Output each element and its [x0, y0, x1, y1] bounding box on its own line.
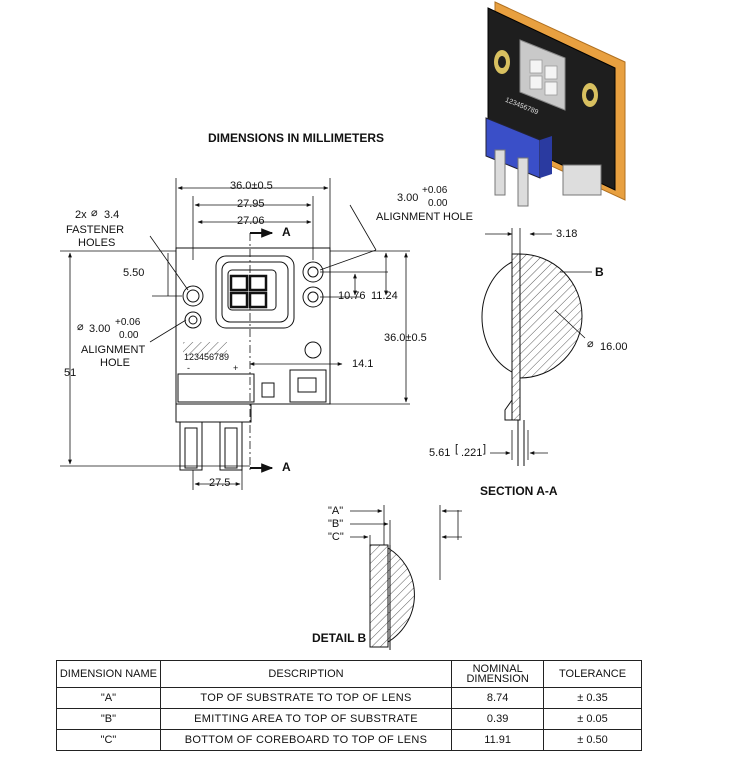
product-render [485, 1, 626, 207]
front-dimensions [60, 178, 410, 490]
dim-width-27-06: 27.06 [237, 215, 265, 227]
detail-label-a: "A" [328, 505, 344, 517]
row-nominal: 11.91 [451, 729, 545, 751]
table-row: "B" EMITTING AREA TO TOP OF SUBSTRATE 0.… [56, 708, 642, 730]
align-left-label: ALIGNMENT [81, 344, 146, 356]
row-description: EMITTING AREA TO TOP OF SUBSTRATE [159, 708, 453, 730]
row-description: TOP OF SUBSTRATE TO TOP OF LENS [159, 687, 453, 709]
table-row: "A" TOP OF SUBSTRATE TO TOP OF LENS 8.74… [56, 687, 642, 709]
fastener-diameter: 3.4 [104, 209, 120, 221]
bracket-close: ] [483, 443, 487, 455]
detail-label-c: "C" [328, 531, 344, 543]
row-tolerance: ± 0.35 [543, 687, 642, 709]
serial-number: 123456789 [184, 352, 230, 362]
dim-height-51: 51 [64, 367, 77, 379]
align-right-plus: +0.06 [422, 185, 448, 196]
section-marker-bottom: A [282, 460, 291, 474]
detail-view [350, 505, 462, 650]
header-description: DESCRIPTION [159, 660, 453, 688]
fastener-count: 2x [75, 209, 87, 221]
row-description: BOTTOM OF COREBOARD TO TOP OF LENS [159, 729, 453, 751]
align-left-plus: +0.06 [115, 317, 141, 328]
dim-10-76: 10.76 [338, 290, 366, 302]
dim-3-18: 3.18 [556, 228, 578, 240]
align-right-nominal: 3.00 [397, 192, 419, 204]
row-tolerance: ± 0.50 [543, 729, 642, 751]
dim-5-61: 5.61 [429, 447, 451, 459]
polarity-minus: - [187, 363, 190, 373]
polarity-plus: + [233, 363, 239, 373]
drawing-title: DIMENSIONS IN MILLIMETERS [208, 131, 385, 145]
header-tolerance: TOLERANCE [543, 660, 642, 688]
row-tolerance: ± 0.05 [543, 708, 642, 730]
dim-221: .221 [461, 447, 483, 459]
dim-height-36: 36.0±0.5 [384, 332, 427, 344]
align-left-hole: HOLE [100, 357, 130, 369]
holes-label: HOLES [78, 237, 116, 249]
row-name: "C" [56, 729, 161, 751]
dim-width-overall: 36.0±0.5 [230, 180, 273, 192]
dim-11-24: 11.24 [371, 290, 398, 302]
header-nominal: NOMINAL DIMENSION [451, 660, 545, 688]
row-nominal: 0.39 [451, 708, 545, 730]
dim-5-50: 5.50 [123, 267, 145, 279]
align-left-minus: 0.00 [119, 330, 139, 341]
detail-label-b: "B" [328, 518, 344, 530]
align-right-minus: 0.00 [428, 198, 448, 209]
diameter-symbol-section: ⌀ [587, 338, 594, 350]
row-nominal: 8.74 [451, 687, 545, 709]
dim-dia-16: 16.00 [600, 341, 628, 353]
dim-27-5: 27.5 [209, 477, 231, 489]
section-marker-top: A [282, 225, 291, 239]
table-row: "C" BOTTOM OF COREBOARD TO TOP OF LENS 1… [56, 729, 642, 751]
header-dimension-name: DIMENSION NAME [56, 660, 161, 688]
section-view [481, 228, 592, 466]
diameter-symbol: ⌀ [91, 207, 98, 219]
detail-caption: DETAIL B [312, 631, 367, 645]
dim-14-1: 14.1 [352, 358, 374, 370]
row-name: "A" [56, 687, 161, 709]
section-caption: SECTION A-A [480, 484, 558, 498]
align-right-label: ALIGNMENT HOLE [376, 211, 473, 223]
bracket-open: [ [455, 443, 459, 455]
detail-b-callout: B [595, 265, 604, 279]
align-left-nominal: 3.00 [89, 323, 111, 335]
diameter-symbol-left: ⌀ [77, 321, 84, 333]
table-header-row: DIMENSION NAME DESCRIPTION NOMINAL DIMEN… [56, 660, 642, 688]
dim-width-27-95: 27.95 [237, 198, 265, 210]
row-name: "B" [56, 708, 161, 730]
fastener-label: FASTENER [66, 224, 125, 236]
dimension-table: DIMENSION NAME DESCRIPTION NOMINAL DIMEN… [56, 660, 642, 751]
